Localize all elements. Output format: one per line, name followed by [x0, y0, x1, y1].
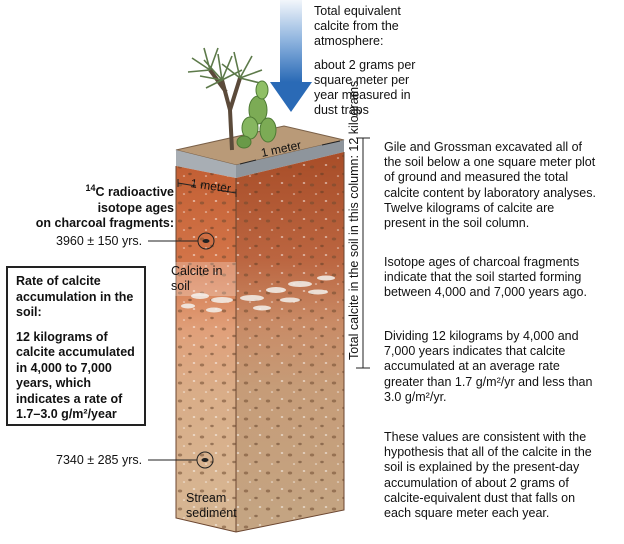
dust-arrow — [270, 0, 312, 112]
side-width-dimension — [239, 140, 341, 165]
rate-of-accumulation-box: Rate of calcite accumulation in the soil… — [6, 266, 146, 426]
calcite-band — [181, 275, 335, 313]
charcoal-fragment-bottom — [148, 451, 214, 469]
total-calcite-label: Total calcite in the soil in this column… — [347, 81, 361, 360]
age-top: 3960 ± 150 yrs. — [56, 234, 143, 248]
joshua-tree — [187, 47, 265, 151]
charcoal-fragment-top — [148, 232, 215, 250]
explanation-rate-calculation: Dividing 12 kilograms by 4,000 and 7,000… — [384, 329, 593, 404]
age-bottom: 7340 ± 285 yrs. — [56, 453, 143, 467]
width-label-front: 1 meter — [190, 176, 232, 196]
explanation-isotope-ages: Isotope ages of charcoal fragments indic… — [384, 255, 587, 300]
total-calcite-bracket — [356, 137, 370, 369]
front-width-dimension — [177, 179, 237, 197]
cactus — [236, 80, 277, 149]
calcite-in-soil-label: Calcite in soil — [168, 262, 236, 296]
stream-sediment-label: Stream sediment — [186, 491, 237, 520]
isotope-ages-heading: 14C radioactive isotope ages on charcoal… — [35, 183, 174, 231]
explanation-conclusion: These values are consistent with the hyp… — [384, 430, 592, 521]
dust-input-text: Total equivalent calcite from the atmosp… — [314, 4, 416, 117]
explanation-excavation: Gile and Grossman excavated all of the s… — [384, 140, 596, 231]
